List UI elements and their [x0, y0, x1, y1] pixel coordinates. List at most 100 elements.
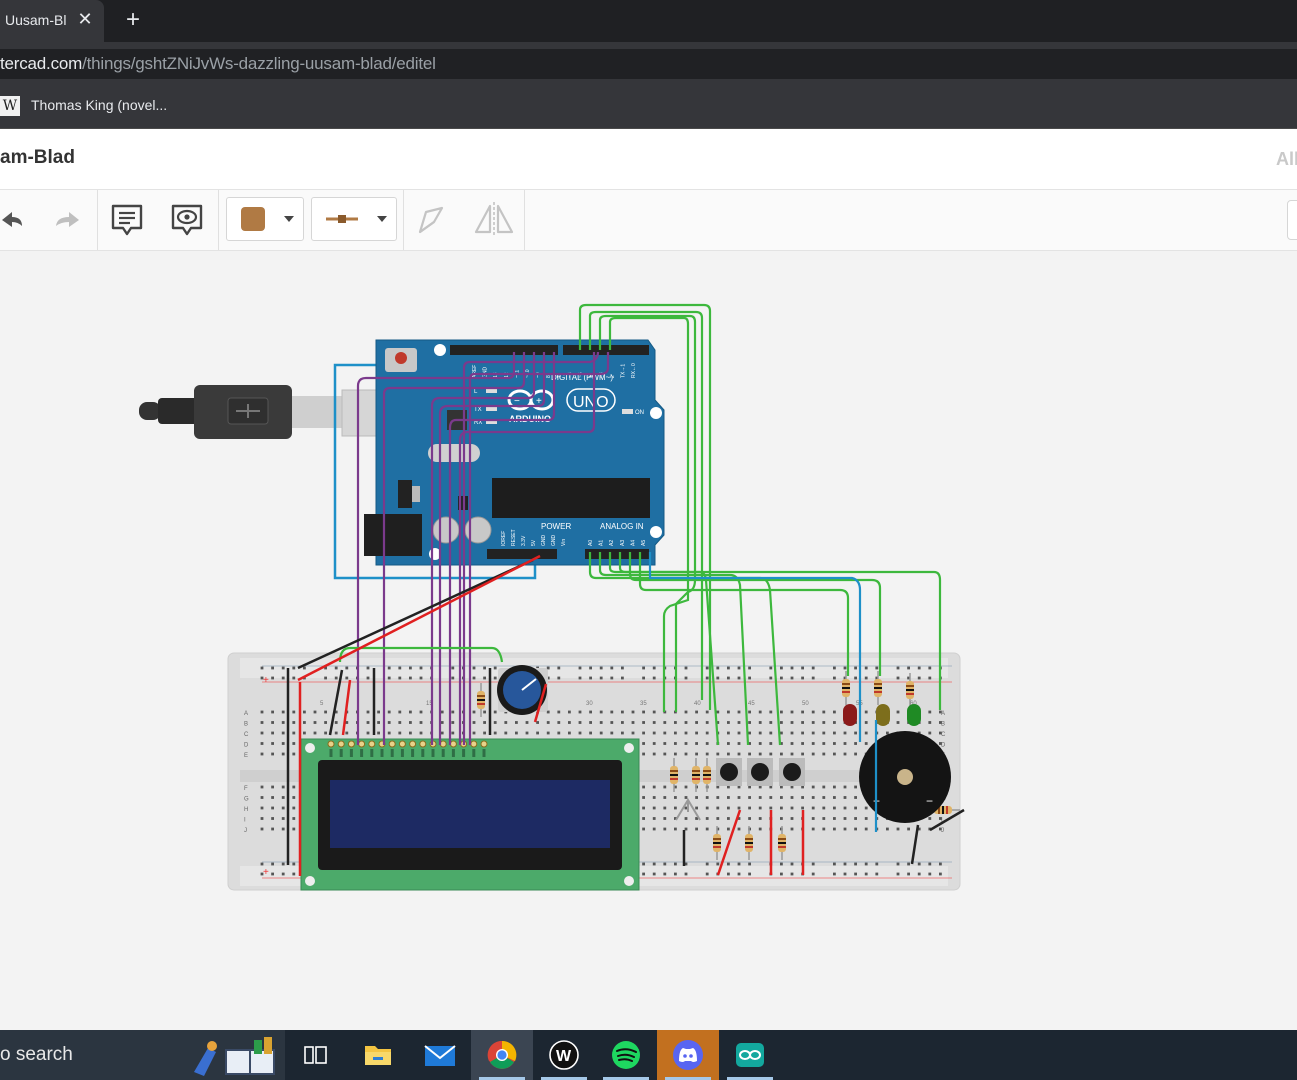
toolbar-separator: [524, 190, 525, 250]
svg-text:A2: A2: [609, 540, 615, 546]
tx-led-label: TX: [474, 407, 482, 413]
svg-text:GND: GND: [551, 535, 557, 547]
spotify-icon: [612, 1041, 640, 1069]
svg-text:5V: 5V: [531, 539, 537, 546]
discord-icon: [673, 1040, 703, 1070]
windows-taskbar: o search: [0, 1030, 1297, 1080]
svg-text:F: F: [244, 786, 248, 792]
svg-text:−: −: [926, 794, 933, 808]
svg-text:C: C: [941, 732, 946, 738]
tab-title: Uusam-Bl: [5, 12, 67, 28]
svg-text:2: 2: [610, 375, 616, 378]
svg-text:15: 15: [426, 701, 433, 707]
svg-text:A4: A4: [630, 540, 636, 546]
browser-tab[interactable]: Uusam-Bl ✕: [0, 0, 104, 42]
l-led-label: L: [474, 389, 478, 395]
design-title[interactable]: am-Blad: [0, 147, 75, 168]
lcd-pins: [327, 740, 488, 757]
url-text: tercad.com/things/gshtZNiJvWs-dazzling-u…: [0, 54, 436, 74]
svg-text:4: 4: [589, 375, 595, 378]
wire-blue[interactable]: [333, 363, 537, 580]
led-green[interactable]: [907, 704, 921, 726]
digital-label: DIGITAL (PWM~): [551, 373, 613, 382]
push-button[interactable]: [747, 758, 773, 786]
task-view-icon[interactable]: [285, 1030, 347, 1080]
code-button[interactable]: [1287, 200, 1297, 240]
power-jack: [364, 514, 422, 556]
svg-text:AREF: AREF: [472, 365, 478, 378]
wire-red-5v[interactable]: [297, 554, 541, 682]
arduino-ide-icon: [736, 1043, 764, 1067]
svg-text:50: 50: [802, 701, 809, 707]
wire-black-gnd[interactable]: [297, 558, 534, 670]
color-dropdown[interactable]: [226, 197, 304, 241]
redo-icon[interactable]: [48, 198, 82, 242]
svg-text:45: 45: [748, 701, 755, 707]
push-button[interactable]: [716, 758, 742, 786]
close-icon[interactable]: ✕: [77, 9, 93, 29]
wattpad-taskbar-button[interactable]: W: [533, 1030, 595, 1080]
editor-toolbar: [0, 190, 1297, 251]
active-indicator: [665, 1077, 711, 1080]
undo-icon[interactable]: [0, 198, 30, 242]
svg-text:A0: A0: [588, 540, 594, 546]
url-path: /things/gshtZNiJvWs-dazzling-uusam-blad/…: [82, 54, 436, 73]
rotate-icon[interactable]: [414, 198, 448, 242]
analog-in-label: ANALOG IN: [600, 522, 644, 531]
svg-text:~3: ~3: [599, 372, 605, 378]
address-bar: tercad.com/things/gshtZNiJvWs-dazzling-u…: [0, 42, 1297, 84]
svg-text:J: J: [941, 828, 944, 834]
file-explorer-icon[interactable]: [347, 1030, 409, 1080]
spotify-taskbar-button[interactable]: [595, 1030, 657, 1080]
plus-rail-label: +: [263, 675, 269, 686]
all-designs-label[interactable]: All: [1276, 149, 1297, 169]
svg-text:B: B: [941, 722, 945, 728]
wikipedia-icon: W: [0, 96, 20, 116]
potentiometer[interactable]: [497, 665, 548, 715]
url-field[interactable]: tercad.com/things/gshtZNiJvWs-dazzling-u…: [0, 49, 1297, 79]
wires-green[interactable]: [338, 303, 942, 746]
wires-purple[interactable]: [356, 351, 610, 745]
lcd-display[interactable]: [300, 738, 640, 891]
svg-text:3.3V: 3.3V: [521, 535, 527, 546]
discord-taskbar-button[interactable]: [657, 1030, 719, 1080]
color-swatch: [241, 207, 265, 231]
rgb-led-legs: [675, 798, 701, 821]
svg-text:A: A: [244, 711, 248, 717]
chrome-taskbar-button[interactable]: [471, 1030, 533, 1080]
power-label: POWER: [541, 522, 571, 531]
svg-text:B: B: [244, 722, 248, 728]
svg-text:7: 7: [557, 375, 563, 378]
chevron-down-icon: [284, 216, 294, 222]
svg-text:H: H: [244, 807, 248, 813]
svg-text:40: 40: [694, 701, 701, 707]
new-tab-button[interactable]: +: [125, 6, 140, 33]
digital-header-left: [450, 345, 558, 355]
svg-text:J: J: [244, 828, 247, 834]
push-button[interactable]: [779, 758, 805, 786]
wire-blue-buzzer[interactable]: [648, 552, 862, 742]
mirror-icon[interactable]: [472, 198, 516, 242]
mail-icon[interactable]: [409, 1030, 471, 1080]
piezo-buzzer[interactable]: + −: [859, 731, 951, 823]
notes-icon[interactable]: [108, 198, 146, 242]
resistors[interactable]: [477, 671, 960, 860]
wires-breadboard-jumpers[interactable]: [286, 668, 965, 876]
taskbar-search[interactable]: o search: [0, 1030, 285, 1080]
wire-type-dropdown[interactable]: [311, 197, 397, 241]
svg-text:13: 13: [493, 372, 499, 378]
led-olive[interactable]: [876, 704, 890, 726]
led-red[interactable]: [843, 704, 857, 726]
atmega-chip: [492, 478, 650, 518]
bookmark-thomas-king[interactable]: Thomas King (novel...: [31, 97, 168, 113]
active-indicator: [541, 1077, 587, 1080]
arduino-ide-taskbar-button[interactable]: [719, 1030, 781, 1080]
svg-text:Vin: Vin: [561, 539, 567, 546]
view-icon[interactable]: [168, 198, 206, 242]
url-host: tercad.com: [0, 54, 83, 73]
svg-text:8: 8: [546, 375, 552, 378]
